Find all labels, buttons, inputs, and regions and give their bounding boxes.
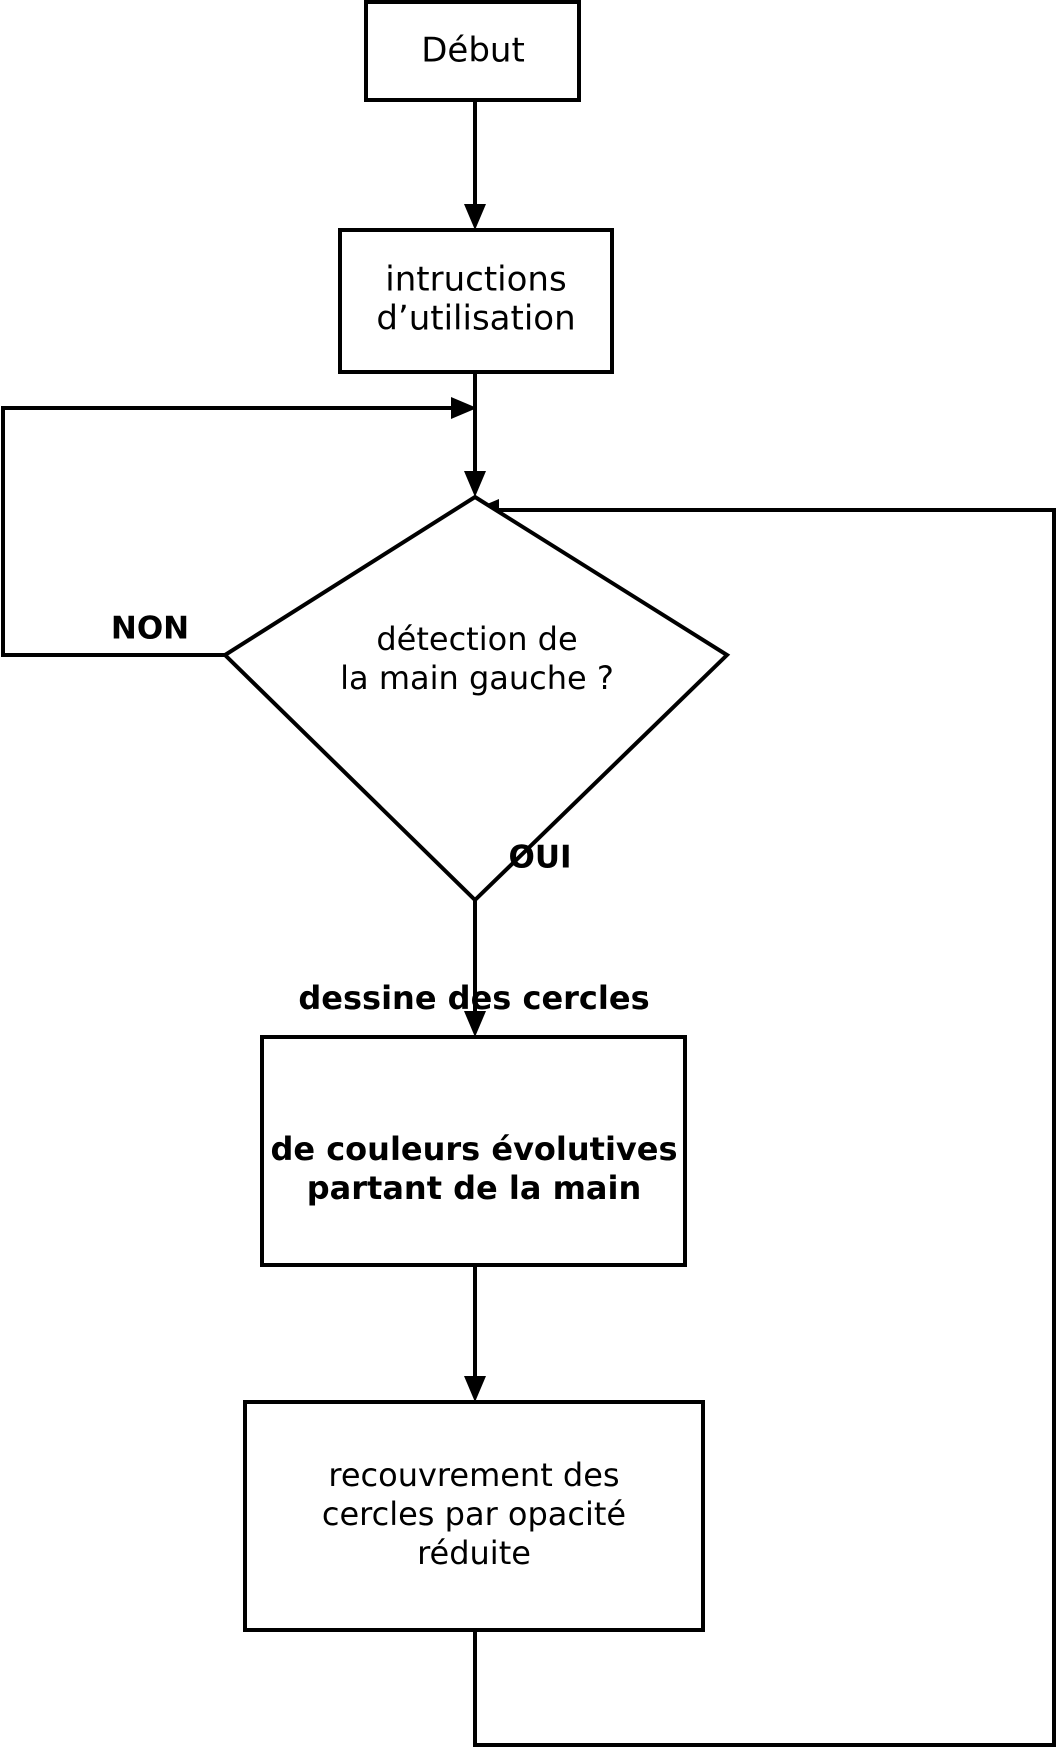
node-recouvrement[interactable]: recouvrement des cercles par opacité réd… xyxy=(243,1400,705,1632)
node-cercles-label-line2: de couleurs évolutives xyxy=(270,1130,677,1168)
node-detection-label-line2: la main gauche ? xyxy=(340,659,614,697)
node-cercles-box xyxy=(260,1035,687,1267)
node-recouvrement-label-line2: cercles par opacité xyxy=(322,1495,626,1533)
node-detection-decision[interactable]: détection de la main gauche ? xyxy=(221,494,731,903)
node-instructions-label-line2: d’utilisation xyxy=(376,299,575,339)
node-instructions[interactable]: intructions d’utilisation xyxy=(338,228,614,374)
node-detection-label-line1: détection de xyxy=(376,620,577,658)
arrow-head-icon xyxy=(464,1011,486,1037)
arrow-head-icon xyxy=(464,1376,486,1402)
node-cercles-label-line3: partant de la main xyxy=(307,1169,642,1207)
arrow-head-icon xyxy=(464,204,486,230)
edge-decision-non-loop xyxy=(1,397,477,657)
edge-cercles-to-recouvrement xyxy=(464,1265,486,1402)
node-cercles-label-line1: dessine des cercles xyxy=(298,979,649,1017)
node-cercles[interactable]: dessine des cercles de couleurs évolutiv… xyxy=(260,979,687,1267)
node-recouvrement-label-line1: recouvrement des xyxy=(328,1456,619,1494)
edge-instructions-to-decision xyxy=(464,372,486,497)
node-debut-box xyxy=(364,0,581,102)
node-debut-label: Début xyxy=(421,31,525,71)
node-instructions-label-line1: intructions xyxy=(385,260,566,300)
node-detection-diamond xyxy=(221,494,731,903)
edge-decision-oui-to-cercles xyxy=(464,900,486,1037)
node-instructions-box xyxy=(338,228,614,374)
arrow-head-icon xyxy=(464,471,486,497)
node-debut[interactable]: Début xyxy=(364,0,581,102)
edge-label-oui: OUI xyxy=(508,840,571,876)
edge-debut-to-instructions xyxy=(464,100,486,230)
node-recouvrement-label-line3: réduite xyxy=(417,1534,531,1572)
arrow-head-icon xyxy=(451,397,477,419)
edge-label-non: NON xyxy=(111,611,189,647)
node-recouvrement-box xyxy=(243,1400,705,1632)
